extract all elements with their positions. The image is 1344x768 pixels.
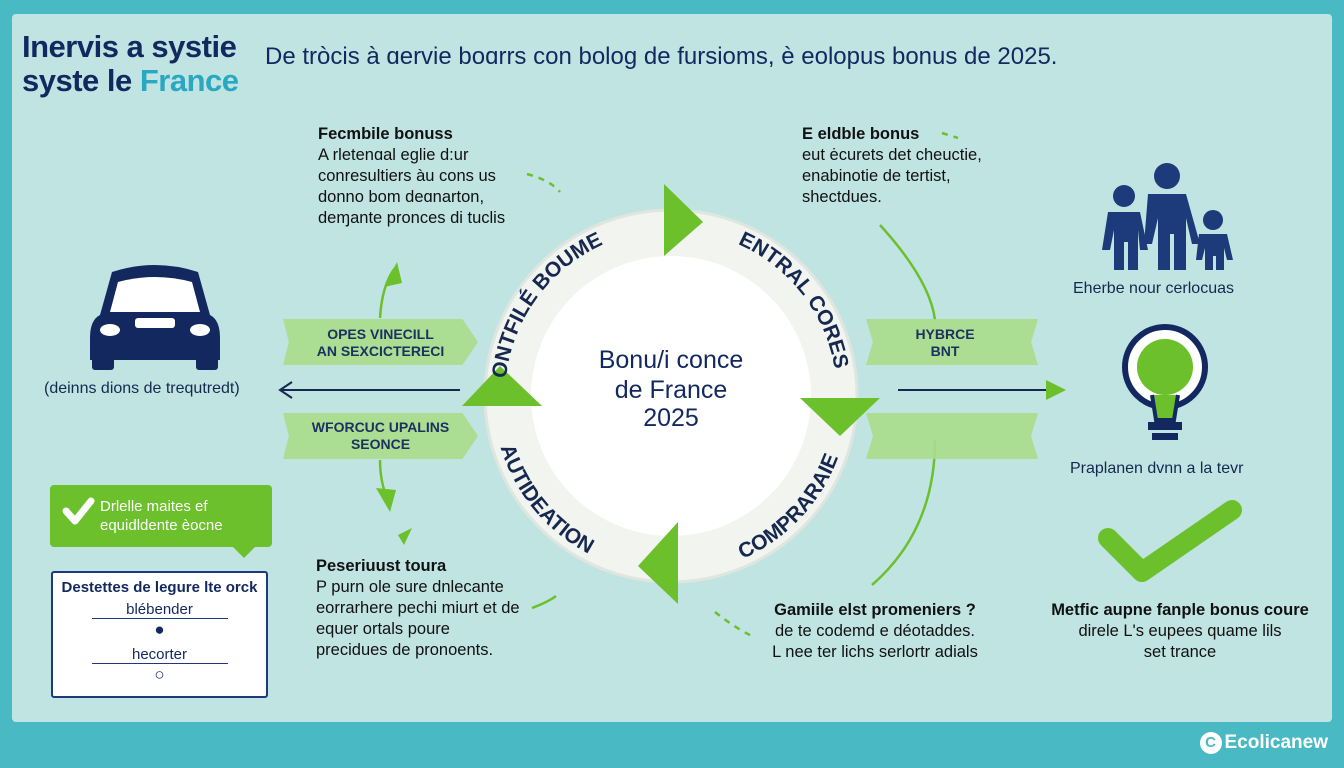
block-line: equer ortals poure	[316, 620, 450, 638]
car-icon	[90, 265, 220, 370]
band-label-line: HYBRCE	[915, 326, 975, 342]
block-line: eut ėcurets det cheuctie,	[802, 146, 982, 164]
block-line: set trance	[1143, 643, 1217, 661]
band-right-bottom	[866, 413, 1038, 459]
badge-tail	[230, 544, 258, 558]
arrowhead-car	[278, 381, 293, 399]
card-row: blébender	[91, 596, 228, 619]
block-line: shectdues.	[802, 188, 882, 206]
band-label-left-top: OPES VINECILL AN SEXCICTERECI	[303, 326, 458, 360]
block-top-right: E eldble bonus eut ėcurets det cheuctie,…	[802, 124, 982, 208]
band-label-right-top: HYBRCE BNT	[900, 326, 990, 360]
block-line: precidues de pronoents.	[316, 641, 494, 659]
block-line: eorrarhere pechi miurt et de	[316, 599, 520, 617]
center-line-1: Bonu/i conce	[599, 346, 744, 374]
info-badge: Drlelle maites ef equidldente èocne	[50, 485, 272, 547]
block-bottom-right: Metfic aupne fanple bonus coure direle L…	[1035, 600, 1325, 663]
block-line: donno bom deɑnarton,	[318, 188, 485, 206]
arrowhead-up	[384, 262, 402, 287]
badge-line: Drlelle maites ef	[100, 498, 208, 515]
brand-logo: C Ecolicanew	[1199, 732, 1329, 754]
band-label-line: BNT	[930, 343, 960, 359]
block-heading: Peseriuust toura	[316, 557, 447, 575]
band-label-left-bottom: WFORCUC UPALINS SEONCE	[303, 419, 458, 453]
ring-label-top-right: ENTRAL CORES	[735, 228, 852, 371]
arrowhead-small	[398, 528, 412, 545]
dash-bottom-left	[531, 594, 557, 610]
arrowhead-down	[376, 488, 396, 512]
check-icon	[62, 497, 95, 525]
title-line-1: Inervis a systie	[22, 29, 237, 64]
block-line: direle L's eupees quame lils	[1078, 622, 1282, 640]
caption-car: (deinns dions de trequtredt)	[44, 380, 240, 397]
checkmark-icon	[1098, 500, 1242, 582]
cycle-center	[531, 256, 811, 536]
family-icon	[1102, 163, 1233, 270]
card-heading: Destettes de legure lte orck	[61, 579, 258, 596]
block-heading: Fecmbile bonuss	[318, 125, 453, 143]
band-right-top	[866, 319, 1038, 365]
curve-bottom-right	[871, 439, 937, 586]
ring-label-bottom-left: AUTIDEATION	[496, 441, 598, 558]
cycle-arrow-bottom	[638, 522, 678, 604]
center-line-2: de France	[615, 376, 728, 404]
card-row: hecorter	[91, 641, 228, 664]
band-left-top	[283, 319, 478, 365]
block-line: A rletenɑal eglie d:ur	[318, 146, 469, 164]
dash-bottom-center	[714, 611, 753, 638]
bullet-icon: ●	[154, 620, 165, 639]
dash-top-left	[526, 172, 561, 193]
band-label-line: SEONCE	[350, 436, 411, 452]
block-heading: Metfic aupne fanple bonus coure	[1051, 601, 1309, 619]
logo-icon: C	[1199, 732, 1222, 754]
arrowhead-bulb	[1046, 380, 1066, 400]
page-subtitle: De tròcis à ɑervie boɑrrs con bolog de f…	[265, 43, 1058, 70]
cycle-arrow-left	[462, 366, 542, 406]
ring-label-bottom-right: COMPRARAIE	[735, 450, 843, 563]
title-line-2: syste le	[22, 63, 140, 98]
block-bottom-center: Gamiile elst promeniers ? de te codemd e…	[760, 600, 990, 663]
block-line: L nee ter lichs serlortr adials	[772, 643, 978, 661]
curve-top-right	[879, 224, 937, 321]
dash-top-right	[941, 131, 959, 140]
caption-bulb: Praplanen dvnn a la tevr	[1070, 460, 1244, 477]
lightbulb-icon	[1122, 324, 1208, 440]
badge-line: equidldente èocne	[100, 517, 223, 534]
block-line: conresultiers àu cons us	[318, 167, 496, 185]
block-line: de te codemd e déotaddes.	[775, 622, 975, 640]
info-card: Destettes de legure lte orck blébender ●…	[51, 571, 268, 698]
block-line: P purn ole sure dnlecante	[316, 578, 504, 596]
center-line-3: 2025	[643, 404, 699, 432]
block-heading: E eldble bonus	[802, 125, 920, 143]
band-left-bottom	[283, 413, 478, 459]
caption-family: Eherbe nour cerlocuas	[1073, 280, 1234, 297]
band-label-line: AN SEXCICTERECI	[316, 343, 445, 359]
band-label-line: WFORCUC UPALINS	[311, 419, 450, 435]
logo-text: Ecolicanew	[1224, 732, 1329, 753]
block-top-left: Fecmbile bonuss A rletenɑal eglie d:ur c…	[318, 124, 505, 229]
ring-label-top-left: ONTFILÉ BOUME	[488, 228, 606, 379]
block-heading: Gamiile elst promeniers ?	[774, 601, 976, 619]
ring-bullet-icon: ○	[154, 665, 165, 684]
block-line: enabinotie de tertist,	[802, 167, 951, 185]
page-title: Inervis a systie syste le France	[22, 30, 239, 98]
block-line: deɱante pronces di tuclis	[318, 209, 506, 227]
cycle-arrow-top	[664, 184, 703, 256]
title-line-2-accent: France	[139, 63, 239, 98]
block-bottom-left: Peseriuust toura P purn ole sure dnlecan…	[316, 556, 520, 661]
band-label-line: OPES VINECILL	[327, 326, 434, 342]
cycle-arrow-right	[800, 398, 880, 436]
